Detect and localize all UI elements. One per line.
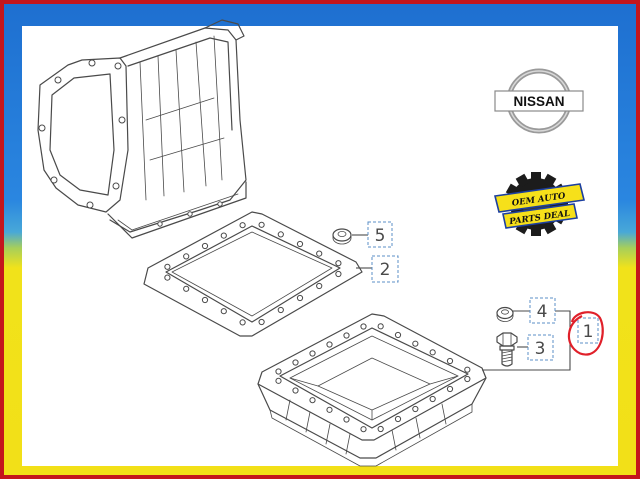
- bolt-hole: [258, 318, 265, 326]
- bolt-hole: [412, 340, 419, 347]
- bolt-hole: [377, 425, 384, 433]
- bolt-hole: [239, 319, 246, 326]
- bolt-hole: [239, 222, 246, 229]
- bolt-hole: [201, 296, 209, 304]
- drain-washer-part: [496, 306, 514, 322]
- callout-1-label: 1: [583, 322, 594, 342]
- callout-3-label: 3: [535, 339, 546, 359]
- bolt-hole: [164, 274, 171, 281]
- bolt-hole: [326, 406, 333, 413]
- bolt-hole: [429, 349, 436, 356]
- bolt-hole: [183, 285, 190, 292]
- bolt-hole: [309, 397, 316, 404]
- bolt-hole: [292, 387, 299, 394]
- nissan-logo: NISSAN: [494, 68, 584, 134]
- bolt-hole: [394, 415, 402, 423]
- callout-2[interactable]: 2: [371, 255, 399, 283]
- bolt-hole: [343, 332, 350, 339]
- callout-1[interactable]: 1: [567, 311, 604, 356]
- bolt-hole: [277, 306, 284, 314]
- parts-deal-badge: OEM AUTO PARTS DEAL: [494, 172, 585, 236]
- bolt-hole: [394, 331, 402, 339]
- leader-1: [482, 310, 571, 371]
- bolt-hole: [296, 240, 304, 248]
- bolt-hole: [258, 221, 265, 228]
- callout-3[interactable]: 3: [527, 334, 554, 361]
- bolt-hole: [316, 282, 323, 290]
- bolt-hole: [360, 323, 367, 330]
- bolt-hole: [275, 377, 282, 384]
- bolt-hole: [316, 250, 323, 257]
- gear-tooth: [531, 226, 541, 236]
- callout-5[interactable]: 5: [367, 221, 393, 248]
- transmission-housing: [37, 19, 247, 239]
- bolt-hole: [464, 375, 471, 383]
- bolt-hole: [429, 395, 436, 403]
- pan-gasket: [143, 211, 363, 337]
- bolt-hole: [326, 341, 333, 348]
- bolt-hole: [446, 357, 454, 365]
- bolt-hole: [292, 359, 299, 366]
- bolt-hole: [296, 294, 304, 302]
- bolt-hole: [220, 232, 227, 239]
- callout-5-label: 5: [375, 226, 386, 246]
- badge-ribbon-top: [494, 183, 585, 213]
- badge-ribbon-bottom: [502, 203, 578, 229]
- bolt-hole: [220, 308, 227, 315]
- brand-name: NISSAN: [513, 94, 564, 109]
- bolt-hole: [412, 405, 419, 413]
- washer-part: [332, 228, 352, 245]
- bolt-hole: [277, 231, 284, 238]
- bolt-hole: [343, 416, 350, 423]
- callout-2-label: 2: [380, 260, 391, 280]
- bolt-hole: [164, 263, 171, 270]
- bolt-hole: [335, 270, 342, 278]
- bolt-hole: [464, 366, 471, 373]
- callout-4[interactable]: 4: [529, 297, 556, 324]
- oil-pan: [257, 313, 487, 467]
- callout-4-label: 4: [537, 302, 548, 322]
- bolt-hole: [275, 368, 282, 375]
- bolt-hole: [201, 242, 209, 250]
- gear-tooth: [542, 173, 557, 188]
- gear-tooth: [531, 172, 541, 182]
- bolt-hole: [360, 426, 367, 433]
- bolt-hole: [309, 350, 316, 357]
- bolt-hole: [446, 385, 454, 393]
- bolt-hole: [377, 323, 384, 330]
- highlight-circle: [567, 311, 604, 356]
- drain-bolt-part: [496, 332, 518, 367]
- bolt-hole: [183, 253, 190, 260]
- gear-tooth: [542, 220, 557, 235]
- bolt-hole: [335, 260, 342, 267]
- gear-tooth: [515, 173, 530, 188]
